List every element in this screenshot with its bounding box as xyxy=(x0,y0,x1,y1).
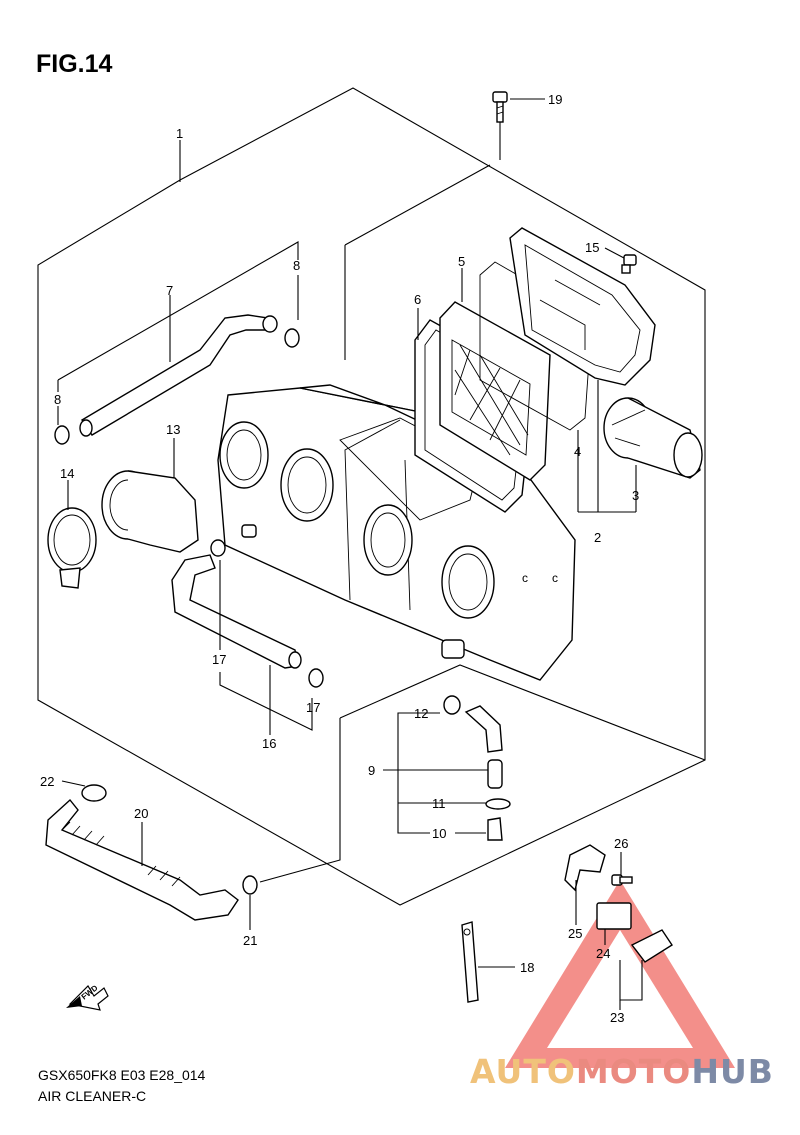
hose-16 xyxy=(171,524,302,669)
watermark-part-3: HUB xyxy=(691,1052,774,1091)
drain-hose-group xyxy=(443,695,511,841)
callout-1: 1 xyxy=(176,126,183,141)
bracket-25 xyxy=(564,844,606,892)
callout-22: 22 xyxy=(40,774,54,789)
clamp-17b xyxy=(308,668,324,688)
intake-duct-3 xyxy=(603,397,703,479)
leader-9-bracket xyxy=(397,712,440,834)
callout-4: 4 xyxy=(574,444,581,459)
bolt-19-icon xyxy=(492,91,545,123)
ring-14 xyxy=(47,507,97,589)
leader-16-bracket xyxy=(219,672,313,731)
gasket-4 xyxy=(479,261,593,431)
watermark-logo: AUTOMOTOHUB xyxy=(470,1052,774,1091)
callout-26: 26 xyxy=(614,836,628,851)
callout-14: 14 xyxy=(60,466,74,481)
callout-8a: 8 xyxy=(54,392,61,407)
rubber-24 xyxy=(596,902,632,930)
svg-text:c: c xyxy=(522,571,528,585)
filter-element-5 xyxy=(439,301,551,481)
callout-24: 24 xyxy=(596,946,610,961)
watermark-part-2: MOTO xyxy=(575,1052,692,1091)
clamp-8a xyxy=(54,425,70,445)
callout-7: 7 xyxy=(166,283,173,298)
callout-16: 16 xyxy=(262,736,276,751)
callout-11: 11 xyxy=(432,796,446,811)
section-name: AIR CLEANER-C xyxy=(38,1088,147,1104)
figure-title: FIG.14 xyxy=(36,50,113,78)
callout-18: 18 xyxy=(520,960,534,975)
callout-10: 10 xyxy=(432,826,446,841)
watermark-part-1: AUTO xyxy=(470,1052,576,1091)
callout-17b: 17 xyxy=(306,700,320,715)
callout-5: 5 xyxy=(458,254,465,269)
breather-hose-20 xyxy=(45,798,239,921)
callout-13: 13 xyxy=(166,422,180,437)
callout-23: 23 xyxy=(610,1010,624,1025)
clamp-22 xyxy=(81,784,107,802)
callout-8b: 8 xyxy=(293,258,300,273)
callout-2: 2 xyxy=(594,530,601,545)
callout-25: 25 xyxy=(568,926,582,941)
callout-labels: 1 19 15 5 6 7 8 8 13 14 4 3 2 17 17 16 1… xyxy=(40,92,639,1025)
assembly-outline xyxy=(37,87,706,906)
boot-13 xyxy=(101,470,199,553)
screw-15-icon xyxy=(604,247,637,274)
callout-19: 19 xyxy=(548,92,562,107)
model-code: GSX650FK8 E03 E28_014 xyxy=(38,1067,206,1083)
callout-17a: 17 xyxy=(212,652,226,667)
assembly-inner-outline xyxy=(344,164,491,246)
leader-22 xyxy=(61,780,86,787)
callout-9: 9 xyxy=(368,763,375,778)
svg-text:c: c xyxy=(552,571,558,585)
connector-23 xyxy=(630,929,673,963)
callout-6: 6 xyxy=(414,292,421,307)
callout-15: 15 xyxy=(585,240,599,255)
leader-7-bracket xyxy=(57,241,299,381)
clamp-8b xyxy=(284,328,300,348)
callout-3: 3 xyxy=(632,488,639,503)
cleaner-cover-2 xyxy=(509,227,656,386)
fwd-arrow-icon: FWD xyxy=(66,983,109,1011)
drain-outline xyxy=(339,664,706,761)
clamp-21 xyxy=(242,875,258,895)
callout-20: 20 xyxy=(134,806,148,821)
callout-21: 21 xyxy=(243,933,257,948)
strap-18 xyxy=(461,921,479,1003)
leader-23-bracket xyxy=(619,960,643,1001)
screw-26-icon xyxy=(611,874,633,886)
callout-12: 12 xyxy=(414,706,428,721)
hose-7 xyxy=(79,314,278,437)
clamp-17a xyxy=(210,539,226,557)
